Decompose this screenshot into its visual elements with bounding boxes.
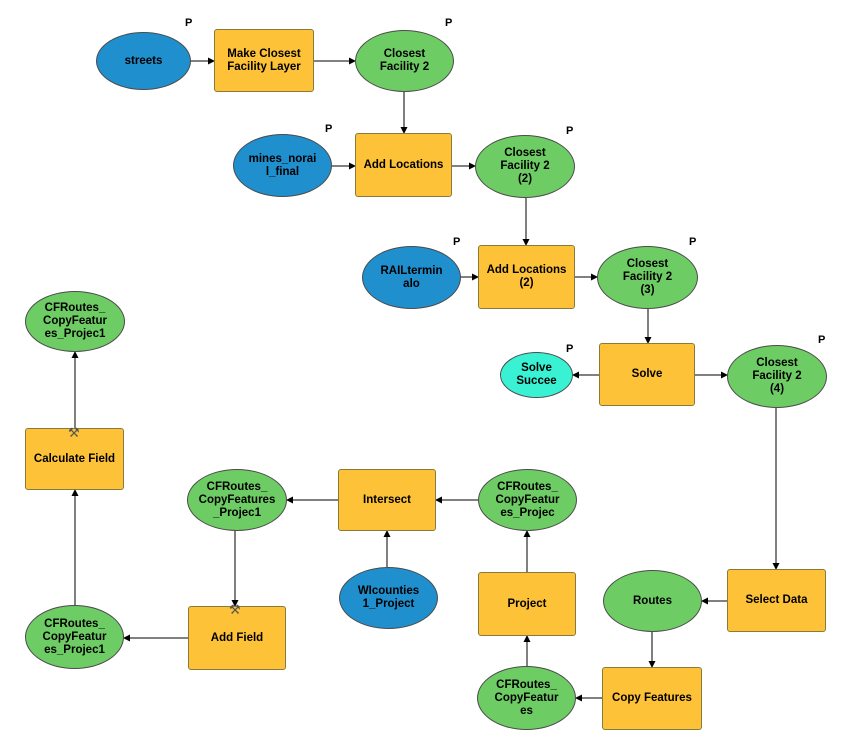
routes-output[interactable]: Routes [603,570,702,632]
cfroutes-copyfeatures-projec1-c-label: CFRoutes_ CopyFeatur es_Projec1 [43,302,107,340]
param-marker-cf2: P [445,17,453,29]
calculate-field-hammer-icon: ⚒ [68,425,80,440]
cfroutes-copyfeatures-projec1-b-label: CFRoutes_ CopyFeatur es_Projec1 [42,617,107,656]
mines-norail-final-label: mines_norai l_final [248,152,317,178]
streets-input-ellipse[interactable]: streets [96,32,191,90]
cfroutes-copyfeatures-output[interactable]: CFRoutes_ CopyFeatur es [477,666,576,730]
make-closest-facility-layer-label: Make Closest Facility Layer [227,47,301,73]
railterminalo-label: RAILtermin alo [380,264,443,290]
cfroutes-copyfeatures-projec-output[interactable]: CFRoutes_ CopyFeatur es_Projec [478,469,577,531]
param-marker-rail: P [453,236,461,248]
add-field-label: Add Field [210,631,264,644]
solve-succeeded-output[interactable]: Solve Succee [500,352,573,398]
closest-facility-2-label: Closest Facility 2 [379,48,430,73]
cfroutes-copyfeatures-projec1-b-output[interactable]: CFRoutes_ CopyFeatur es_Projec1 [25,605,124,669]
add-locations-tool[interactable]: Add Locations [355,133,452,197]
cfroutes-copyfeatures-projec-label: CFRoutes_ CopyFeatur es_Projec [495,480,560,519]
param-marker-cf2-4: P [818,334,826,346]
cfroutes-copyfeatures-projec1-a-label: CFRoutes_ CopyFeatures _Projec1 [198,480,276,519]
solve-succeeded-label: Solve Succee [516,362,557,387]
railterminalo-input-ellipse[interactable]: RAILtermin alo [362,246,461,309]
wicounties-1-project-label: WIcounties 1_Project [357,585,420,610]
closest-facility-2-2-label: Closest Facility 2 (2) [500,147,550,185]
param-marker-solve-succeeded: P [566,343,574,355]
solve-label: Solve [631,368,663,380]
add-locations-label: Add Locations [363,158,444,171]
project-tool[interactable]: Project [478,572,576,636]
param-marker-cf2-3: P [689,236,697,248]
closest-facility-2-2-output[interactable]: Closest Facility 2 (2) [475,135,575,198]
closest-facility-2-3-label: Closest Facility 2 (3) [622,258,673,296]
make-closest-facility-layer-tool[interactable]: Make Closest Facility Layer [214,29,314,92]
cfroutes-copyfeatures-projec1-c-output[interactable]: CFRoutes_ CopyFeatur es_Projec1 [25,291,125,352]
add-locations-2-tool[interactable]: Add Locations (2) [478,245,575,309]
cfroutes-copyfeatures-projec1-a-output[interactable]: CFRoutes_ CopyFeatures _Projec1 [187,469,287,531]
add-locations-2-label: Add Locations (2) [486,264,567,289]
closest-facility-2-output[interactable]: Closest Facility 2 [355,30,454,92]
closest-facility-2-4-output[interactable]: Closest Facility 2 (4) [727,345,827,408]
select-data-label: Select Data [745,594,808,606]
param-marker-streets: P [185,17,193,29]
intersect-label: Intersect [363,493,411,506]
closest-facility-2-4-label: Closest Facility 2 (4) [752,357,802,395]
streets-label: streets [124,54,163,67]
mines-norail-final-input-ellipse[interactable]: mines_norai l_final [233,134,332,197]
closest-facility-2-3-output[interactable]: Closest Facility 2 (3) [597,246,698,309]
copy-features-label: Copy Features [612,692,692,704]
cfroutes-copyfeatures-label: CFRoutes_ CopyFeatur es [494,678,559,717]
project-label: Project [507,597,547,610]
param-marker-cf2-2: P [566,125,574,137]
add-field-hammer-icon: ⚒ [229,602,241,617]
routes-label: Routes [633,594,672,607]
calculate-field-label: Calculate Field [33,452,116,465]
wicounties-1-project-input-ellipse[interactable]: WIcounties 1_Project [339,567,438,629]
solve-tool[interactable]: Solve [599,343,695,406]
copy-features-tool[interactable]: Copy Features [602,667,702,730]
intersect-tool[interactable]: Intersect [338,469,436,531]
param-marker-mines: P [325,123,333,135]
select-data-tool[interactable]: Select Data [727,569,826,632]
